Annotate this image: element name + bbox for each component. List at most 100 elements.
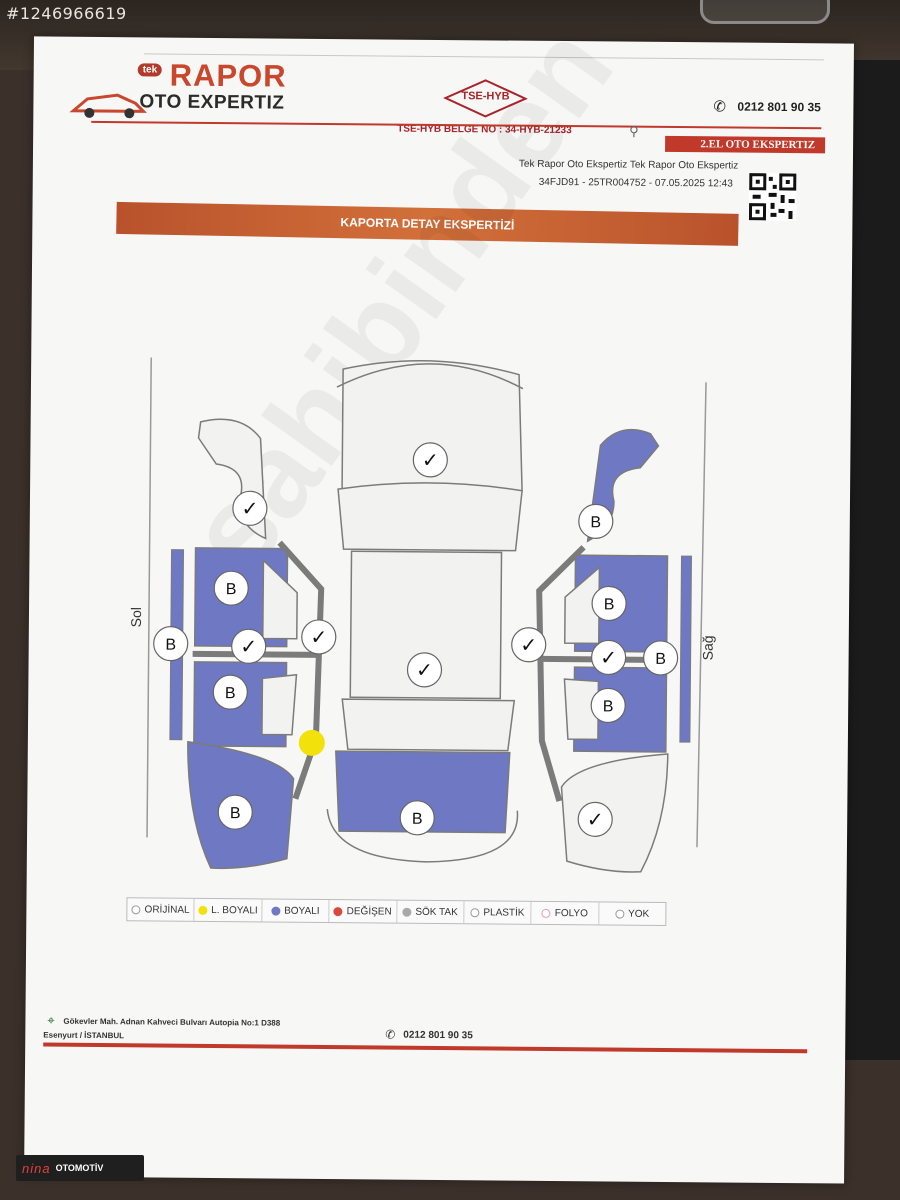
legend-dot-none [615, 909, 625, 919]
dealer-subtitle: OTOMOTİV [55, 1163, 104, 1173]
legend-label: BOYALI [284, 905, 320, 917]
logo-subtitle: OTO EXPERTIZ [139, 91, 285, 114]
part-hood [341, 359, 523, 492]
marker-hood: ✓ [412, 442, 448, 478]
marker-left-roof-rail: ✓ [301, 619, 337, 655]
left-side-label: Sol [128, 607, 144, 627]
marker-right-b-pillar-text: ✓ [600, 645, 617, 669]
legend-item: L. BOYALI [194, 898, 263, 922]
front-bumper [336, 363, 524, 390]
legend-label: DEĞİŞEN [346, 905, 392, 918]
tse-diamond-icon [443, 79, 528, 118]
right-side-label: Sağ [700, 635, 716, 660]
logo-title: RAPOR [169, 57, 287, 94]
marker-trunk-text: B [412, 811, 423, 828]
photo-id-watermark: #1246966619 [6, 4, 127, 23]
car-body-diagram: ✓ ✓ B ✓ B B B [128, 357, 716, 873]
marker-left-rear-quarter: B [217, 794, 253, 830]
footer-phone: 0212 801 90 35 [403, 1029, 473, 1042]
marker-left-roof-rail-text: ✓ [310, 625, 327, 649]
marker-right-front-door-text: B [604, 596, 615, 613]
right-window-rear [563, 678, 600, 741]
legend-label: ORİJİNAL [144, 903, 190, 916]
marker-right-rocker-text: B [655, 651, 666, 668]
marker-left-rear-quarter-text: B [230, 805, 241, 822]
legend-dot-local-paint [198, 905, 208, 915]
marker-right-rocker: B [643, 640, 679, 676]
car-logo-icon [69, 93, 147, 119]
marker-left-rocker: B [153, 626, 189, 662]
marker-left-front-fender-text: ✓ [241, 496, 258, 520]
legend-dot-replaced [333, 906, 343, 916]
marker-roof-text: ✓ [416, 658, 433, 682]
legend-dot-painted [271, 906, 281, 916]
marker-right-roof-rail: ✓ [511, 627, 547, 663]
container-lid [700, 0, 830, 24]
legend-item: PLASTİK [464, 901, 532, 924]
marker-right-b-pillar: ✓ [591, 639, 627, 676]
car-top-view [326, 359, 524, 863]
legend-label: PLASTİK [483, 906, 525, 919]
marker-right-front-door: B [591, 585, 627, 622]
rear-window [341, 698, 516, 752]
marker-left-front-fender: ✓ [232, 490, 268, 526]
report-header: tek RAPOR OTO EXPERTIZ TSE-HYB TSE-HYB B… [33, 36, 854, 222]
marker-right-rear-quarter-text: ✓ [587, 807, 604, 831]
marker-hood-text: ✓ [422, 448, 439, 472]
marker-roof: ✓ [406, 652, 443, 688]
status-markers: ✓ ✓ B ✓ B B B [153, 442, 679, 837]
footer-address-line2: Esenyurt / İSTANBUL [43, 1030, 125, 1041]
left-window-front [262, 558, 298, 640]
windshield [337, 482, 523, 552]
marker-left-b-pillar-text: ✓ [240, 634, 257, 658]
left-guide-line [146, 357, 152, 838]
legend-label: L. BOYALI [211, 904, 258, 916]
marker-left-front-door: B [213, 570, 249, 606]
footer-address-line1: Gökevler Mah. Adnan Kahveci Bulvarı Auto… [63, 1016, 281, 1028]
right-guide-line [696, 382, 707, 848]
legend-dot-original [131, 904, 141, 914]
marker-left-rear-door-text: B [225, 685, 236, 702]
second-hand-banner: 2.EL OTO EKSPERTIZ [665, 135, 826, 154]
logo-tek-badge: tek [137, 63, 163, 77]
part-left-roof-rail [277, 540, 325, 800]
legend-item: DEĞİŞEN [329, 900, 397, 923]
legend-item: ORİJİNAL [127, 898, 195, 921]
footer-phone-icon: ✆ [385, 1027, 396, 1042]
part-right-roof-rail [536, 545, 586, 802]
right-window-front [563, 565, 601, 645]
part-right-rear-quarter [560, 753, 669, 873]
dealer-name: nina [22, 1160, 51, 1176]
marker-right-front-fender-text: B [590, 514, 601, 531]
expertise-report-paper: tek RAPOR OTO EXPERTIZ TSE-HYB TSE-HYB B… [24, 3, 854, 1184]
marker-right-roof-rail-text: ✓ [520, 633, 537, 657]
legend-item: YOK [599, 902, 666, 925]
part-trunk [335, 750, 511, 834]
marker-right-rear-door-text: B [603, 698, 614, 715]
legend-item: SÖK TAK [396, 900, 465, 924]
marker-left-b-pillar: ✓ [231, 628, 267, 664]
qr-code-icon [748, 172, 797, 222]
marker-left-rear-door: B [212, 674, 248, 710]
phone-icon: ✆ [713, 98, 727, 116]
marker-trunk: B [399, 800, 435, 836]
marker-right-front-fender: B [578, 503, 614, 539]
legend-item: BOYALI [262, 899, 330, 923]
legend-dot-foil [541, 908, 551, 918]
part-roof [349, 550, 503, 700]
header-phone: 0212 801 90 35 [737, 99, 821, 115]
status-legend: ORİJİNAL L. BOYALI BOYALI DEĞİŞEN SÖK TA… [126, 897, 667, 926]
marker-left-front-door-text: B [226, 581, 237, 598]
marker-right-rear-quarter: ✓ [577, 801, 613, 837]
legend-label: YOK [628, 908, 650, 920]
dealer-logo: nina OTOMOTİV [16, 1155, 144, 1181]
legend-label: FOLYO [554, 907, 588, 919]
left-window-rear [261, 673, 298, 736]
location-pin-icon: ⌖ [47, 1012, 55, 1028]
marker-right-rear-door: B [590, 687, 626, 724]
marker-left-c-pillar [298, 729, 325, 756]
marker-left-rocker-text: B [165, 637, 176, 654]
legend-label: SÖK TAK [415, 906, 458, 918]
rear-bumper [326, 808, 519, 863]
part-right-rocker [679, 555, 693, 743]
